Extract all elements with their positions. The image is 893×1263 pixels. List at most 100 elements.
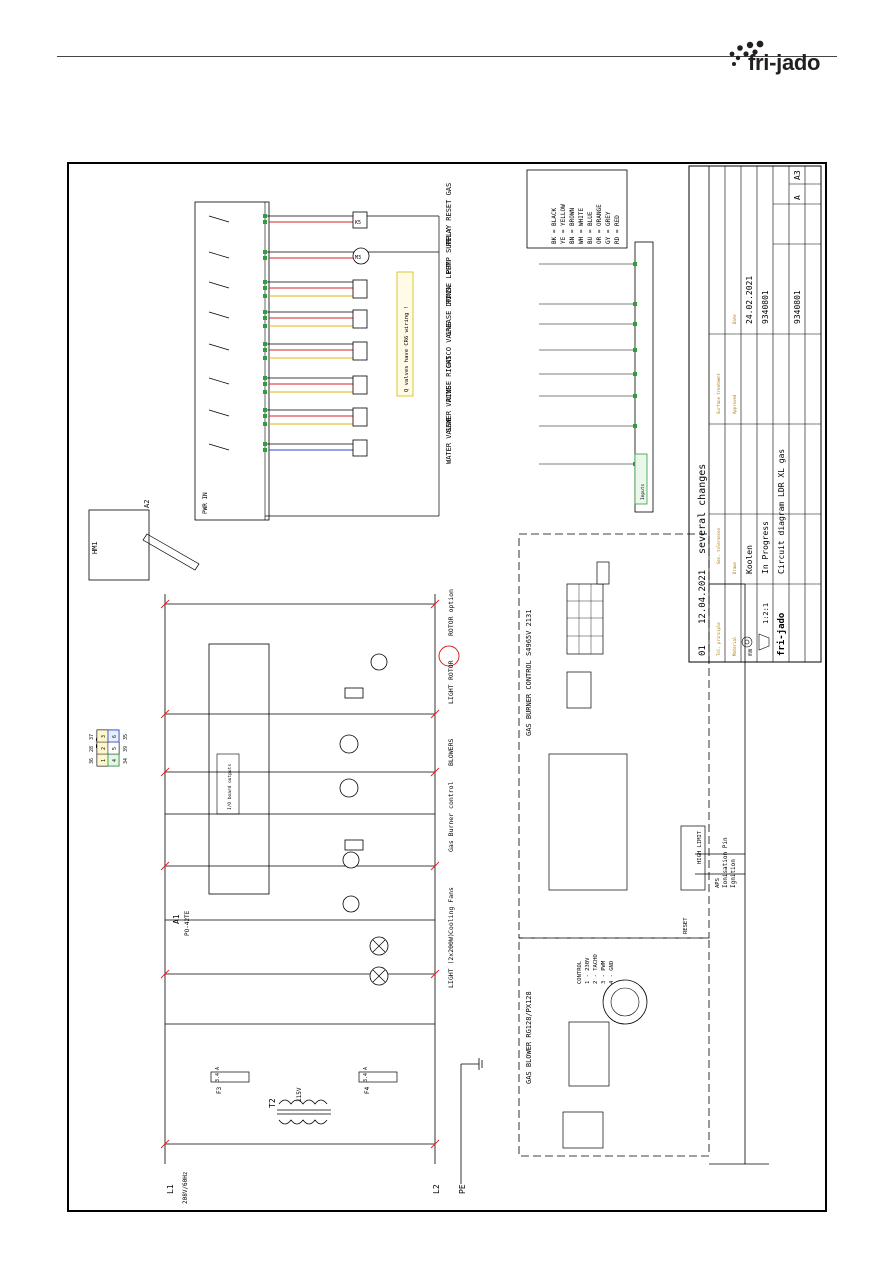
a1-type-label: PO-42TE xyxy=(184,910,191,936)
main-board-a1: I/O board outputs A1 PO-42TE HM1 A2 xyxy=(88,500,270,936)
output-label: PUMP SUPPLY xyxy=(445,227,453,274)
load-label: Gas Burner control xyxy=(447,781,455,852)
title-rev-desc: several changes xyxy=(697,464,708,554)
output-labels: RELAY RESET GAS PUMP SUPPLY RINSE LEFT G… xyxy=(445,183,453,464)
title-revision: A xyxy=(793,195,802,200)
j2-pin-label: 36 xyxy=(89,758,95,764)
ignition-section: APS Ionisation Pin Ignition xyxy=(680,825,745,891)
f4-label: F4 xyxy=(364,1086,371,1094)
load-label: LIGHT xyxy=(447,684,455,704)
supply-label: 208V/60Hz xyxy=(182,1171,189,1204)
circuit-diagram: 01 12.04.2021 several changes Tol. princ… xyxy=(88,165,822,1204)
title-label-surface: Surface treatment xyxy=(716,372,721,414)
ionisation-label: Ionisation Pin xyxy=(722,837,729,888)
load-label: BLOWERS xyxy=(447,739,455,766)
legend-line: RD = RED xyxy=(614,215,621,244)
io-board-outputs: PWR IN xyxy=(194,201,440,521)
transformer-t2: F3 3.4 A F4 3.4 A 115V T2 xyxy=(210,1067,398,1125)
inputs-box-label: Inputs xyxy=(640,483,646,500)
output-label: WATER VALVE xyxy=(445,418,453,464)
pwr-in-label: PWR IN xyxy=(202,492,209,514)
title-label-gen-tol: Gen. tolerances xyxy=(716,527,721,564)
j2-cell: 4 xyxy=(112,759,118,762)
terminal-pe: PE xyxy=(458,1184,467,1194)
output-label: SEWER VALVE xyxy=(445,386,453,432)
j2-cell: 2 xyxy=(101,747,107,750)
title-block: 01 12.04.2021 several changes Tol. princ… xyxy=(688,165,822,663)
a1-label: A1 xyxy=(172,914,181,924)
load-label: Cooling Fans xyxy=(447,887,455,934)
header-rule xyxy=(57,56,837,57)
terminal-l1: L1 xyxy=(166,1184,175,1194)
j2-pin-label: 37 xyxy=(89,734,95,740)
pump-m3-label: M3 xyxy=(355,255,361,261)
j2-cell: 5 xyxy=(112,747,118,750)
output-label: RINSE RIGHT xyxy=(445,355,453,402)
title-scale: 1:2:1 xyxy=(762,603,770,624)
loads xyxy=(339,653,389,986)
j2-pin-label: 35 xyxy=(123,734,129,740)
load-label: ROTOR option xyxy=(447,589,455,636)
supply-terminals: L1 L2 PE 208V/60Hz xyxy=(166,1058,483,1204)
f3-rating: 3.4 A xyxy=(215,1067,221,1082)
t2-rating: 115V xyxy=(296,1087,303,1102)
gas-blower: GAS BLOWER RG128/PX128 CONTROL 1 - 230V … xyxy=(518,937,710,1157)
title-description: Circuit diagram LDR XL gas xyxy=(777,449,786,574)
output-label: CASCO VALVE xyxy=(445,322,453,368)
title-label-tol-principle: Tol. principle xyxy=(716,622,721,656)
j2-cell: 6 xyxy=(112,735,118,738)
title-label-drawn: Drawn xyxy=(732,561,737,574)
t2-label: T2 xyxy=(268,1098,277,1108)
inputs-column: Inputs xyxy=(539,241,654,513)
legend-line: YE = YELLOW xyxy=(560,204,567,244)
j2-cell: 1 xyxy=(101,759,107,762)
f3-label: F3 xyxy=(216,1086,223,1094)
output-label: RELAY RESET GAS xyxy=(445,183,453,246)
control-pin: 3 - PWM xyxy=(601,960,607,984)
gas-burner-control-title: GAS BURNER CONTROL S4965V 2131 xyxy=(525,610,533,736)
title-format: A3 xyxy=(793,170,802,180)
legend-line: WH = WHITE xyxy=(578,207,585,244)
j2-connector: J2 36 28 37 1 2 3 4 5 6 34 39 35 xyxy=(89,729,129,767)
legend-line: GY = GREY xyxy=(605,211,612,244)
legend-line: BK = BLACK xyxy=(551,207,558,244)
drawing-frame: 01 12.04.2021 several changes Tol. princ… xyxy=(67,162,827,1212)
control-pin: 2 - TACHO xyxy=(593,954,599,984)
title-rev-index: 01 xyxy=(698,645,708,656)
gas-blower-title: GAS BLOWER RG128/PX128 xyxy=(525,991,533,1084)
title-label-material: Material xyxy=(732,636,737,656)
title-brand: fri-jado xyxy=(776,613,787,656)
legend-line: BU = BLUE xyxy=(587,211,594,244)
j2-pin-label: 39 xyxy=(123,746,129,752)
title-drawn-by: Koolen xyxy=(745,545,754,574)
a2-label: A2 xyxy=(143,500,151,508)
load-label: ROTOR xyxy=(447,660,455,680)
legend-line: BN = BROWN xyxy=(569,207,576,244)
high-limit-label: HIGH LIMIT xyxy=(697,830,703,864)
title-status: In Progress xyxy=(761,521,770,574)
relay-k5-coil: K5 xyxy=(355,220,361,226)
projection-symbol-icon xyxy=(741,633,770,651)
f4-rating: 3.4 A xyxy=(363,1067,369,1082)
q-valves-note: Q valves have CR6 wiring ! xyxy=(404,306,410,392)
title-art-number: 9340801 xyxy=(793,290,802,324)
hm1-label: HM1 xyxy=(91,541,99,554)
title-rev-date: 12.04.2021 xyxy=(698,570,708,624)
terminal-l2: L2 xyxy=(432,1184,441,1194)
io-outputs-label: I/O board outputs xyxy=(227,764,233,810)
title-label-date: Date xyxy=(732,314,737,324)
gas-burner-control: GAS BURNER CONTROL S4965V 2131 HIGH LIMI… xyxy=(518,533,710,939)
title-unit: mm xyxy=(747,648,754,656)
load-label: LIGHT (2x200W) xyxy=(447,933,455,988)
output-label: RINSE LEFT xyxy=(445,261,453,304)
legend-line: OR = ORANGE xyxy=(596,204,603,244)
load-labels: ROTOR option ROTOR LIGHT BLOWERS Gas Bur… xyxy=(447,589,455,988)
j2-pin-label: 34 xyxy=(123,758,129,764)
control-pin: 4 - GND xyxy=(609,961,615,984)
title-date: 24.02.2021 xyxy=(745,276,754,324)
j2-pin-label: 28 xyxy=(89,746,95,752)
ignition-label: Ignition xyxy=(730,859,737,888)
control-pin: 1 - 230V xyxy=(585,957,591,984)
title-drawing-number: 9340801 xyxy=(761,290,770,324)
brand-logo xyxy=(720,36,850,86)
